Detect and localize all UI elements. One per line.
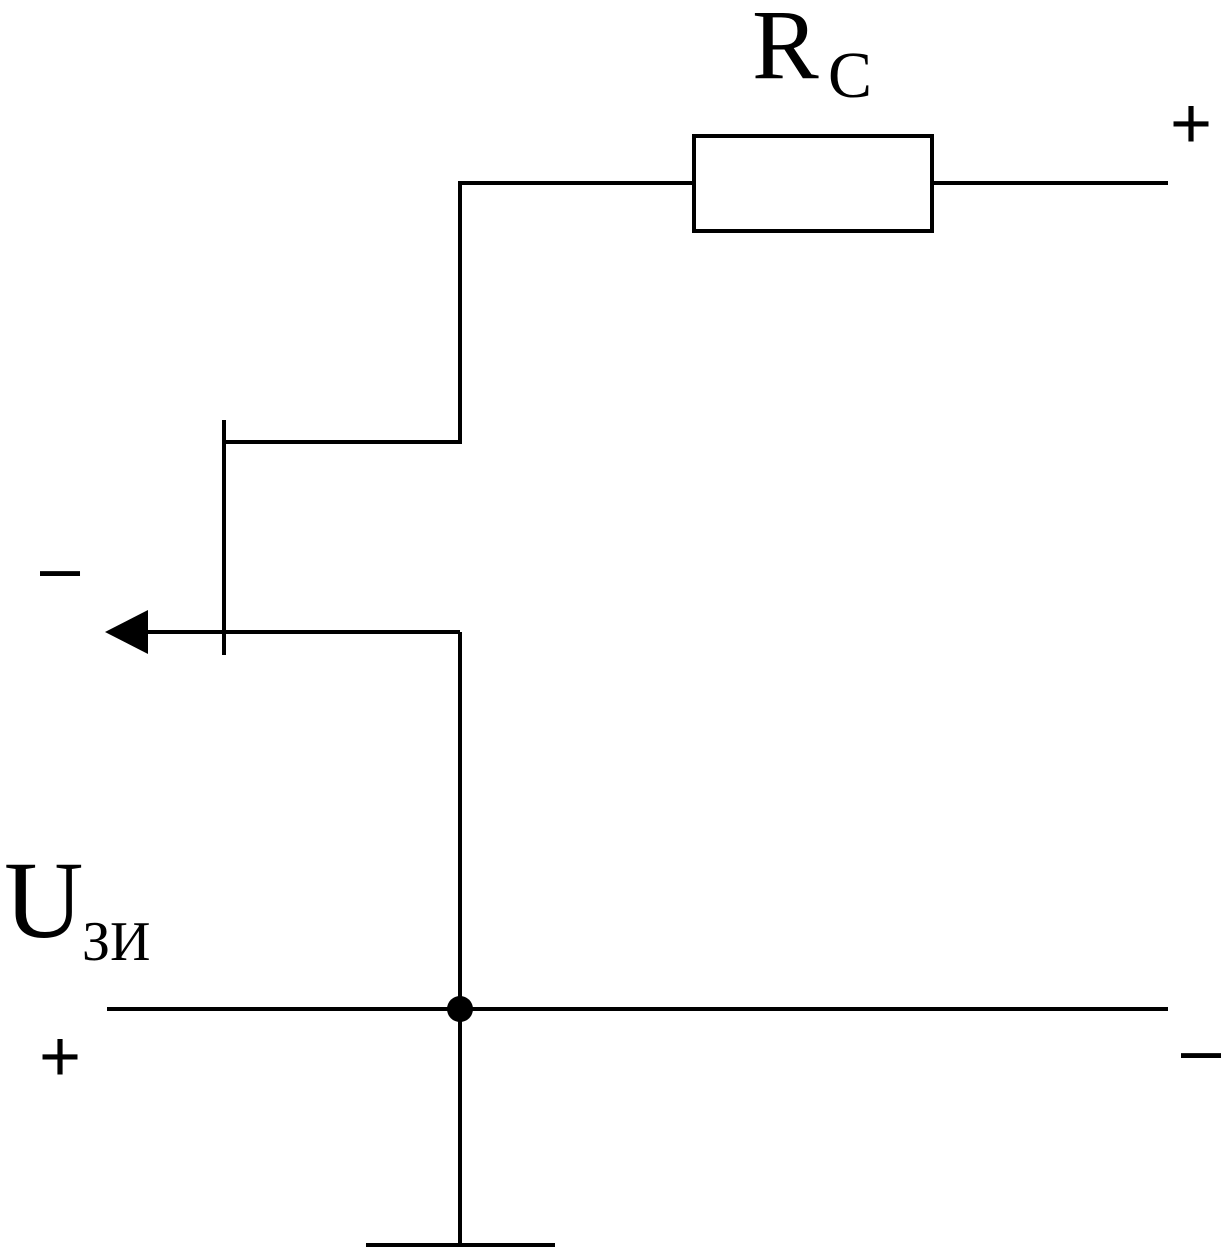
gate-minus-sign: – xyxy=(40,528,81,608)
resistor-label: R C xyxy=(752,0,872,112)
drain-wire xyxy=(224,181,694,444)
gate-arrow-icon xyxy=(105,610,148,654)
junction-dot xyxy=(447,996,473,1022)
voltage-label-main: U xyxy=(4,839,83,961)
bottom-right-minus-sign: – xyxy=(1181,1010,1222,1090)
resistor-label-main: R xyxy=(752,0,819,100)
voltage-label-sub: ЗИ xyxy=(82,911,151,973)
resistor-label-sub: C xyxy=(828,39,872,112)
supply-plus-sign: + xyxy=(1170,84,1212,164)
resistor-body xyxy=(692,134,934,233)
voltage-label: U ЗИ xyxy=(4,839,151,973)
bottom-left-plus-sign: + xyxy=(39,1017,81,1097)
